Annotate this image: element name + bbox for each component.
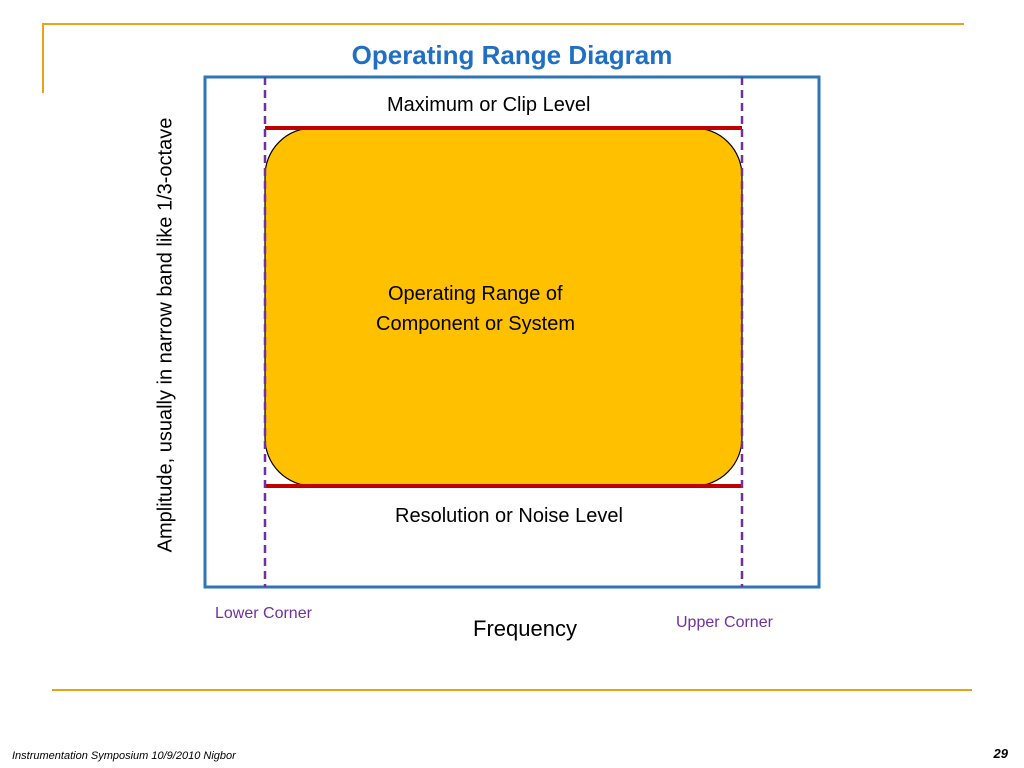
left-accent-line bbox=[42, 23, 44, 93]
slide-title: Operating Range Diagram bbox=[351, 40, 673, 70]
plot-frame bbox=[203, 75, 821, 589]
upper-corner-label: Upper Corner bbox=[676, 614, 773, 631]
y-axis-label: Amplitude, usually in narrow band like 1… bbox=[154, 117, 177, 553]
max-clip-level-label: Maximum or Clip Level bbox=[387, 94, 591, 116]
top-accent-line bbox=[42, 23, 964, 25]
noise-level-label: Resolution or Noise Level bbox=[395, 505, 623, 527]
region-label-line2: Component or System bbox=[376, 313, 575, 335]
lower-corner-label: Lower Corner bbox=[215, 605, 312, 622]
page-number: 29 bbox=[993, 746, 1008, 761]
footer-text: Instrumentation Symposium 10/9/2010 Nigb… bbox=[12, 750, 236, 762]
bottom-accent-line bbox=[52, 689, 972, 691]
x-axis-label: Frequency bbox=[473, 616, 577, 641]
region-label-line1: Operating Range of bbox=[388, 283, 563, 305]
operating-range-region bbox=[264, 127, 743, 487]
